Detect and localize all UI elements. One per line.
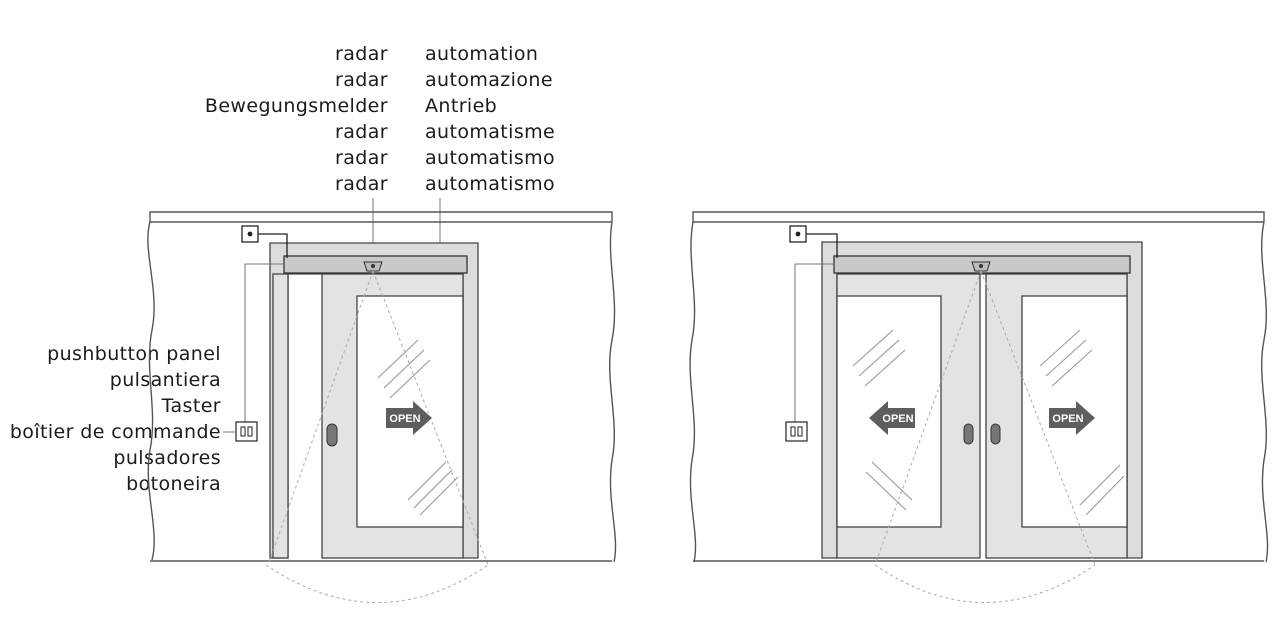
open-sign-text-left: OPEN	[882, 413, 913, 425]
open-arrow-left: OPEN	[869, 401, 915, 435]
right-glass-reflection-top	[1039, 329, 1093, 387]
pushbutton-wire	[244, 263, 284, 422]
open-arrow-right: OPEN	[386, 401, 432, 435]
control-wire	[258, 233, 288, 258]
fixed-jamb	[272, 273, 289, 559]
automation-label-en: automation	[425, 43, 538, 65]
pushbutton-label-de: Taster	[161, 395, 221, 417]
pushbutton-wire-right	[794, 263, 834, 422]
right-leaf-handle	[990, 423, 1001, 445]
open-arrow-right-2: OPEN	[1049, 401, 1095, 435]
pushbutton-key-1	[240, 426, 246, 437]
double-door-scene: OPEN OPEN	[689, 211, 1269, 603]
pushbutton-label-list: pushbutton panel pulsantiera Taster boît…	[10, 343, 221, 495]
glass-reflection-bottom	[407, 461, 459, 516]
automation-label-it: automazione	[425, 69, 553, 91]
pushbutton-label-pt: botoneira	[126, 473, 221, 495]
pushbutton-label-es: pulsadores	[113, 447, 221, 469]
right-glass-reflection-bottom	[1079, 464, 1125, 516]
radar-lens-left	[371, 264, 375, 268]
radar-label-es: radar	[335, 147, 388, 169]
pushbutton-key-2	[247, 426, 253, 437]
automation-label-de: Antrieb	[425, 95, 497, 117]
radar-label-en: radar	[335, 43, 388, 65]
radar-label-pt: radar	[335, 173, 388, 195]
open-sign-text-right: OPEN	[1052, 413, 1083, 425]
open-sign-text: OPEN	[389, 413, 420, 425]
single-door-scene: OPEN	[147, 211, 617, 603]
control-wire-right	[806, 233, 838, 258]
glass-reflection-top	[377, 339, 431, 399]
radar-label-fr: radar	[335, 121, 388, 143]
pushbutton-panel	[235, 421, 258, 442]
automation-label-pt: automatismo	[425, 173, 555, 195]
pushbutton-label-en: pushbutton panel	[47, 343, 221, 365]
wall-outline-left	[147, 211, 617, 563]
pushbutton-label-fr: boîtier de commande	[10, 421, 221, 443]
radar-lens-right	[979, 264, 983, 268]
radar-beam-right	[874, 270, 1096, 603]
left-glass-reflection-bottom	[865, 461, 913, 511]
pushbutton-panel-right	[785, 421, 808, 442]
left-glass-reflection-top	[852, 329, 906, 387]
pushbutton-key-2-right	[797, 426, 803, 437]
radar-label-it: radar	[335, 69, 388, 91]
radar-label-de: Bewegungsmelder	[205, 95, 388, 117]
pushbutton-key-1-right	[790, 426, 796, 437]
control-switch-dot-right	[795, 231, 801, 237]
door-handle	[326, 423, 338, 447]
automation-label-es: automatismo	[425, 147, 555, 169]
wall-outline-right	[689, 211, 1269, 563]
left-leaf-handle	[963, 423, 974, 445]
control-switch-dot	[247, 231, 253, 237]
pushbutton-label-it: pulsantiera	[110, 369, 221, 391]
automation-label-fr: automatisme	[425, 121, 555, 143]
radar-label-list: radar radar Bewegungsmelder radar radar …	[205, 43, 388, 195]
automation-label-list: automation automazione Antrieb automatis…	[425, 43, 555, 195]
